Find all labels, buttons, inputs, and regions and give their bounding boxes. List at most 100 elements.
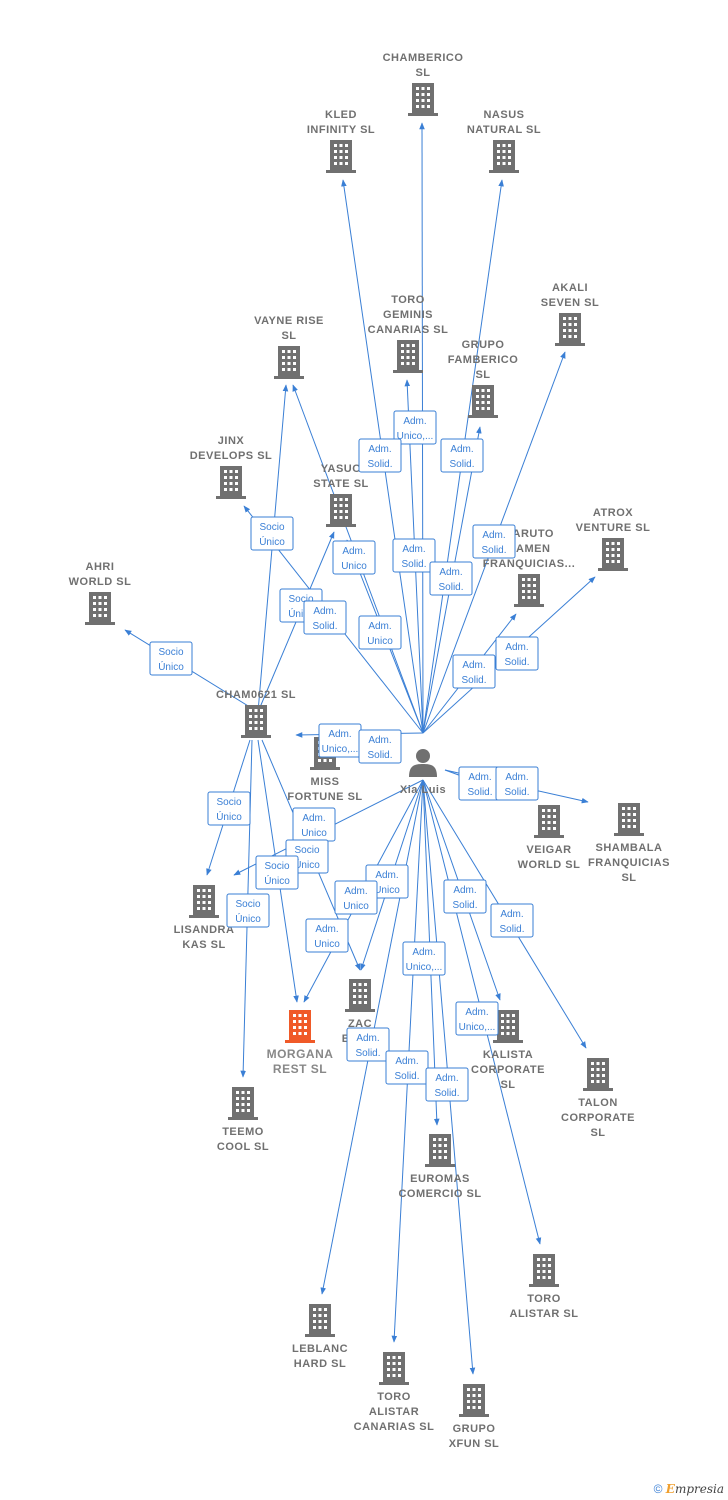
node-naruto[interactable]: NARUTORAMENFRANQUICIAS...: [483, 528, 576, 607]
node-label: GRUPO: [453, 1423, 496, 1435]
edge-label-box[interactable]: Adm. Solid.: [392, 538, 436, 573]
edge-label-box[interactable]: Adm.Unico: [358, 615, 402, 650]
edge-label-box[interactable]: Adm.Solid.: [443, 879, 487, 914]
edge-label-box[interactable]: Adm. Unico,...: [393, 410, 437, 445]
edge-label-box[interactable]: Adm.Unico: [305, 918, 349, 953]
edge-label-box[interactable]: Adm.Solid.: [425, 1067, 469, 1102]
building-icon: [583, 1058, 613, 1091]
node-label: SL: [281, 330, 296, 342]
node-label: STATE SL: [313, 478, 369, 490]
edge-label-box[interactable]: Adm.Solid.: [346, 1027, 390, 1062]
edge-label-text: Adm.: [505, 642, 528, 653]
edge-label-text: Único: [264, 874, 290, 887]
node-label: SEVEN SL: [541, 297, 599, 309]
building-icon: [393, 340, 423, 373]
edge-label-text: Solid.: [401, 559, 426, 570]
node-label: JINX: [218, 435, 245, 447]
edge-label-box[interactable]: Adm.Unico: [332, 540, 376, 575]
edge-label-text: Adm.: [403, 416, 426, 427]
node-label: KAS SL: [182, 939, 225, 951]
empresia-watermark[interactable]: © Empresia: [654, 1482, 724, 1496]
node-label: CORPORATE: [471, 1064, 545, 1076]
edge-label-box[interactable]: Adm.Solid.: [495, 636, 539, 671]
building-icon: [85, 592, 115, 625]
node-label: FORTUNE SL: [287, 791, 362, 803]
node-label: SL: [590, 1127, 605, 1139]
edge-label-box[interactable]: Adm.Solid.: [440, 438, 484, 473]
edge-label-text: Único: [259, 535, 285, 548]
node-jinx[interactable]: JINX DEVELOPS SL: [190, 435, 273, 499]
node-label: HARD SL: [294, 1358, 346, 1370]
edge-label-box[interactable]: Adm.Unico: [334, 880, 378, 915]
node-label: TORO: [527, 1293, 561, 1305]
node-label: FRANQUICIAS...: [483, 558, 576, 570]
building-icon: [228, 1087, 258, 1120]
node-label: WORLD SL: [518, 859, 581, 871]
node-lisandra[interactable]: LISANDRA KAS SL: [174, 885, 235, 951]
edge-label-box[interactable]: Adm.Unico,...: [318, 723, 362, 758]
edge-label-text: Adm.: [402, 544, 425, 555]
edge-label-text: Adm.: [439, 567, 462, 578]
edge-label-box[interactable]: Adm.Solid.: [458, 766, 502, 801]
edge-label-box[interactable]: Adm.Solid.: [472, 524, 516, 559]
node-label: LISANDRA: [174, 924, 235, 936]
edge-label-box[interactable]: Adm.Unico,...: [402, 941, 446, 976]
building-icon: [598, 538, 628, 571]
edge-label-box[interactable]: Adm.Solid.: [490, 903, 534, 938]
person-icon: [409, 749, 437, 777]
node-label: NATURAL SL: [467, 124, 541, 136]
edge-label-text: Adm.: [368, 444, 391, 455]
edge-label-text: Adm.: [500, 909, 523, 920]
edge-label-text: Unico: [301, 828, 327, 839]
building-icon: [408, 83, 438, 116]
edge-label-text: Adm.: [302, 813, 325, 824]
building-icon: [326, 494, 356, 527]
node-xia[interactable]: Xia Luis: [400, 749, 446, 796]
edge-label-box[interactable]: Adm. Unico: [292, 807, 336, 842]
node-cham0621[interactable]: CHAM0621 SL: [216, 689, 296, 738]
edge-label-box[interactable]: Adm.Solid.: [452, 654, 496, 689]
edge-label-box[interactable]: Adm.Solid.: [303, 600, 347, 635]
edge-label-box[interactable]: Adm.Solid.: [358, 438, 402, 473]
edge-label-box[interactable]: Adm.Solid.: [358, 729, 402, 764]
edge-label-box[interactable]: Adm.Unico,...: [455, 1001, 499, 1036]
node-label: DEVELOPS SL: [190, 450, 273, 462]
building-icon: [534, 805, 564, 838]
edge-label-text: Adm.: [356, 1033, 379, 1044]
edge-label-text: Unico,...: [397, 431, 434, 442]
edge-label-box[interactable]: Adm.Solid.: [429, 561, 473, 596]
edge-label-box[interactable]: Adm.Solid.: [495, 766, 539, 801]
edge-label-text: Solid.: [461, 675, 486, 686]
edge-label-box[interactable]: Adm.Solid.: [385, 1050, 429, 1085]
edge-label-text: Adm.: [344, 886, 367, 897]
node-label: FRANQUICIAS: [588, 857, 670, 869]
